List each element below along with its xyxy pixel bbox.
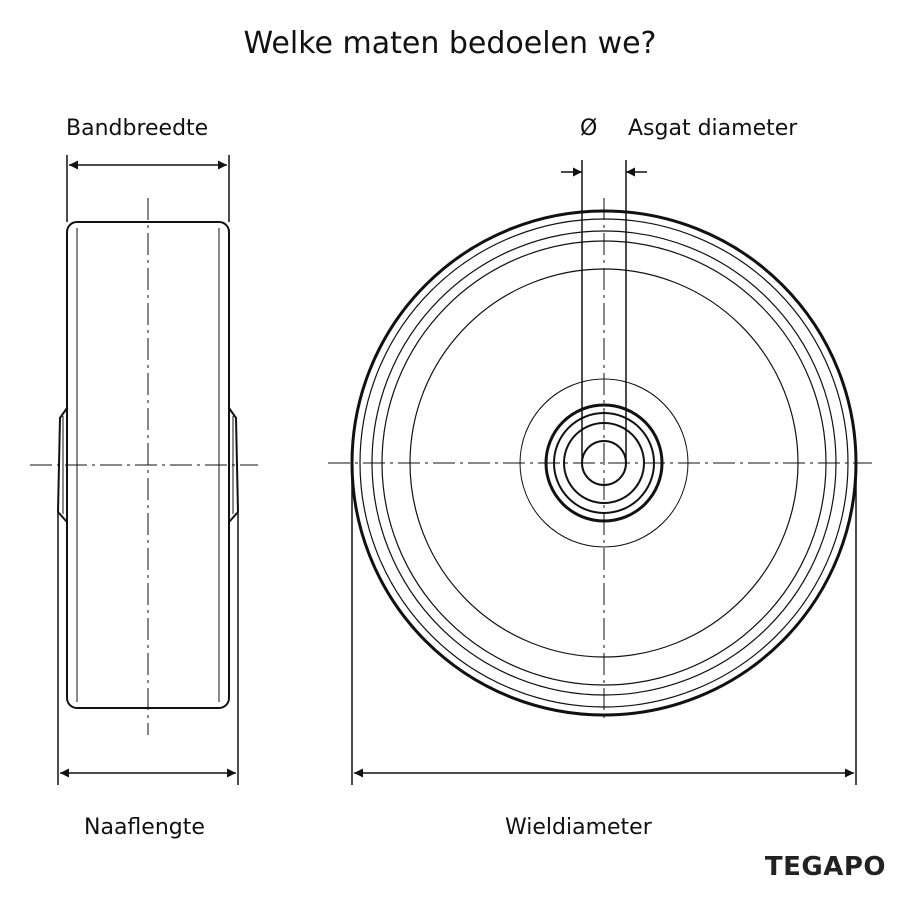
wheel-diameter-dimension [351,463,857,785]
brand-logo: TEGAPO [764,852,886,882]
hub-length-label: Naaflengte [84,815,205,840]
front-center-lines [328,198,872,720]
bore-diameter-label: Asgat diameter [628,116,798,141]
page-title: Welke maten bedoelen we? [243,26,657,61]
band-width-label: Bandbreedte [66,116,209,141]
wheel-diameter-label: Wieldiameter [505,815,652,840]
band-width-dimension [66,155,230,222]
bore-symbol-label: Ø [580,116,598,141]
hub-length-dimension [57,512,239,785]
bore-diameter-dimension [561,160,647,463]
hub-right-protrusion [228,407,240,523]
side-center-lines [30,198,258,735]
